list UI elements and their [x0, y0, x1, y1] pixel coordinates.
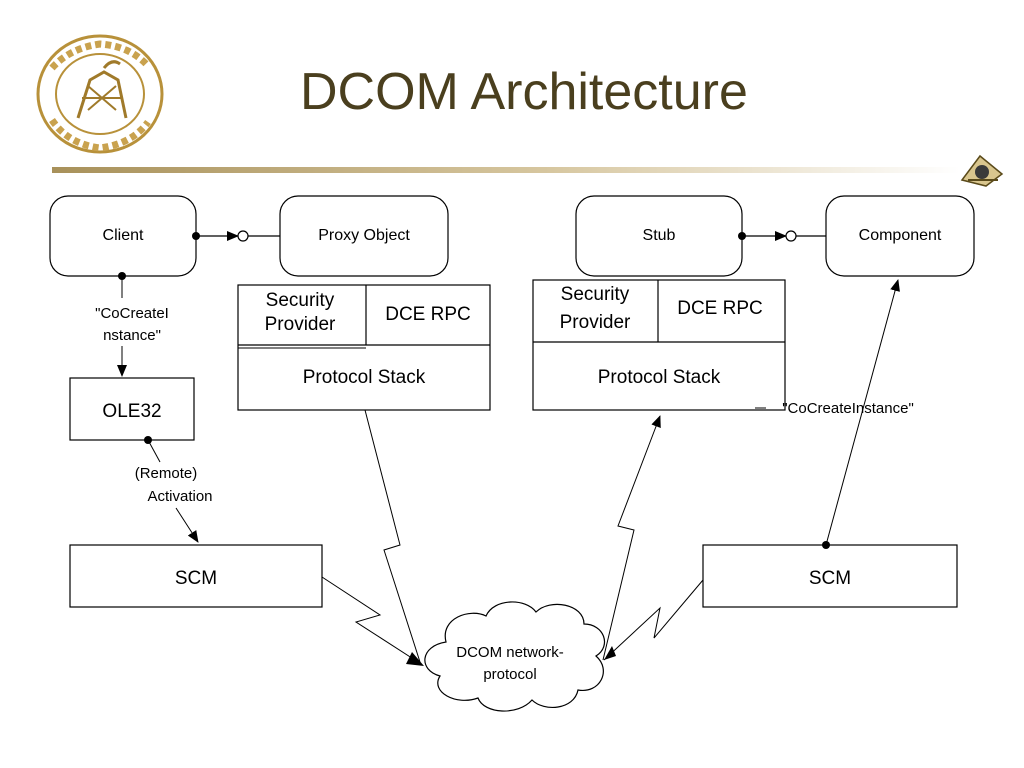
client-label: Client: [103, 227, 144, 244]
purdue-seal-logo: [36, 34, 164, 154]
cocreate-left-line2: nstance": [103, 327, 161, 344]
right-security-line1: Security: [561, 284, 630, 305]
left-security-line1: Security: [266, 290, 335, 311]
proxy-object-label: Proxy Object: [318, 227, 410, 244]
remote-activation-line1: (Remote): [135, 465, 198, 482]
right-scm-label: SCM: [809, 568, 851, 589]
ole32-label: OLE32: [102, 401, 161, 422]
right-dce-rpc-label: DCE RPC: [677, 298, 763, 319]
right-scm-box: [702, 544, 958, 608]
stub-label: Stub: [643, 227, 676, 244]
component-label: Component: [859, 227, 942, 244]
left-scm-label: SCM: [175, 568, 217, 589]
ole32-box: [69, 377, 195, 441]
remote-activation-line2: Activation: [147, 488, 212, 505]
left-scm-box: [69, 544, 323, 608]
left-dce-rpc-label: DCE RPC: [385, 304, 471, 325]
title-divider: [52, 167, 960, 173]
cocreate-right-label: "CoCreateInstance": [782, 400, 914, 417]
slide-title: DCOM Architecture: [300, 63, 748, 121]
dcom-network-cloud: [424, 601, 606, 712]
cocreate-left-line1: "CoCreateI: [95, 305, 169, 322]
cloud-label-line1: DCOM network-: [456, 644, 564, 661]
right-protocol-stack-label: Protocol Stack: [598, 367, 721, 388]
left-security-line2: Provider: [265, 314, 336, 335]
left-protocol-stack-label: Protocol Stack: [303, 367, 426, 388]
purdue-corner-logo: [960, 154, 1004, 187]
right-protocol-block: [532, 279, 786, 411]
cloud-label-line2: protocol: [483, 666, 536, 683]
right-security-line2: Provider: [560, 312, 631, 333]
